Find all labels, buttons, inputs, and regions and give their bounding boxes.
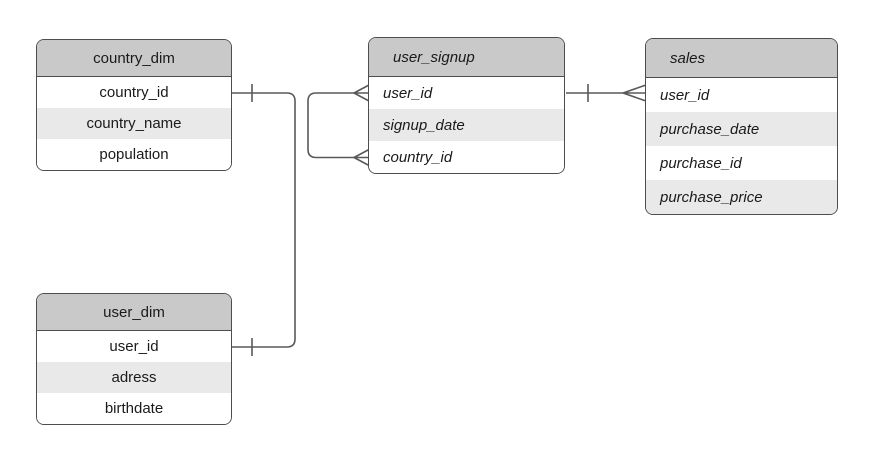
- field-row: signup_date: [369, 109, 564, 141]
- field-row: user_id: [646, 78, 837, 112]
- field-row: country_id: [369, 141, 564, 173]
- field-row: adress: [37, 362, 231, 393]
- entity-title: country_dim: [37, 40, 231, 77]
- connector-user-signup-bracket: [307, 84, 370, 167]
- entity-title: user_signup: [369, 38, 564, 77]
- field-row: country_name: [37, 108, 231, 139]
- entity-user-signup: user_signup user_id signup_date country_…: [368, 37, 565, 174]
- connector-left-trunk: [232, 84, 296, 356]
- field-row: purchase_id: [646, 146, 837, 180]
- entity-title: sales: [646, 39, 837, 78]
- entity-sales: sales user_id purchase_date purchase_id …: [645, 38, 838, 215]
- entity-user-dim: user_dim user_id adress birthdate: [36, 293, 232, 425]
- field-row: birthdate: [37, 393, 231, 424]
- field-row: user_id: [37, 331, 231, 362]
- crow-foot-icon: [353, 84, 370, 102]
- field-row: purchase_price: [646, 180, 837, 214]
- entity-country-dim: country_dim country_id country_name popu…: [36, 39, 232, 171]
- crow-foot-icon: [622, 84, 647, 102]
- field-row: population: [37, 139, 231, 170]
- field-row: country_id: [37, 77, 231, 108]
- field-row: user_id: [369, 77, 564, 109]
- field-row: purchase_date: [646, 112, 837, 146]
- connector-user-signup-sales: [566, 84, 647, 102]
- entity-title: user_dim: [37, 294, 231, 331]
- crow-foot-icon: [353, 148, 370, 167]
